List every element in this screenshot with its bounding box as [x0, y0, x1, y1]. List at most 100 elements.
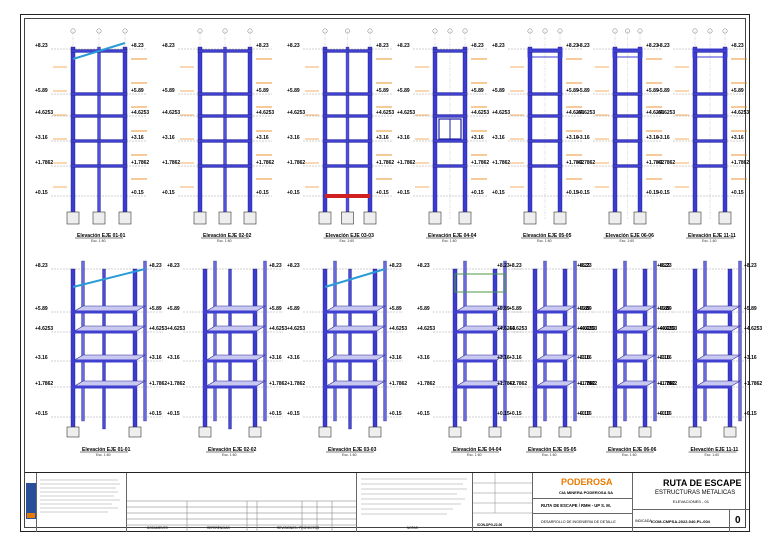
- level-label: +4.6253: [577, 326, 596, 332]
- level-label: +3.16: [509, 355, 522, 361]
- level-label: +1.7862: [269, 381, 288, 387]
- level-label: +8.23: [35, 263, 48, 269]
- icon-code: ICON-DPG-22-06: [477, 523, 503, 527]
- bottom-frame-7: [673, 260, 749, 453]
- level-label: +4.6253: [397, 110, 416, 116]
- level-label: +3.16: [269, 355, 282, 361]
- level-label: +3.16: [162, 135, 175, 141]
- level-label: +5.89: [657, 88, 670, 94]
- level-label: +4.6253: [657, 110, 676, 116]
- level-label: +5.89: [256, 88, 269, 94]
- level-label: +1.7862: [287, 381, 306, 387]
- level-label: +5.89: [744, 306, 757, 312]
- level-label: +8.23: [269, 263, 282, 269]
- level-label: +3.16: [35, 355, 48, 361]
- level-label: +0.15: [269, 411, 282, 417]
- level-label: +0.15: [577, 190, 590, 196]
- level-label: +0.15: [509, 411, 522, 417]
- level-label: +0.15: [657, 411, 670, 417]
- level-label: +3.16: [577, 135, 590, 141]
- level-label: +1.7862: [131, 160, 150, 166]
- level-label: +1.7862: [35, 381, 54, 387]
- revisiones-label: REVISIONES / PROYECTOS: [277, 526, 320, 530]
- elevation-title: Elevación EJE 04-04: [453, 447, 502, 453]
- elevation-title: Elevación EJE 06-06: [608, 447, 657, 453]
- level-label: +1.7862: [35, 160, 54, 166]
- level-label: +8.23: [35, 43, 48, 49]
- level-label: +8.23: [417, 263, 430, 269]
- document-subtitle: ESTRUCTURAS METALICAS: [655, 490, 736, 496]
- level-label: +4.6253: [162, 110, 181, 116]
- revision-number: 0: [735, 515, 741, 526]
- elevation-scale: Esc. 1:60: [222, 453, 237, 457]
- level-label: +4.6253: [579, 326, 598, 332]
- top-frame-1: [51, 28, 147, 239]
- level-label: +0.15: [35, 190, 48, 196]
- scale-label: INDICADA: [635, 519, 652, 523]
- level-label: +1.7862: [376, 160, 395, 166]
- elevation-title: Elevación EJE 11-11: [690, 447, 739, 453]
- level-label: +5.89: [497, 306, 510, 312]
- level-label: +1.7862: [744, 381, 763, 387]
- level-label: +8.23: [167, 263, 180, 269]
- level-label: +5.89: [417, 306, 430, 312]
- level-label: +1.7862: [287, 160, 306, 166]
- level-label: +5.89: [659, 306, 672, 312]
- level-label: +0.15: [397, 190, 410, 196]
- level-label: +4.6253: [167, 326, 186, 332]
- level-label: +8.23: [149, 263, 162, 269]
- level-label: +5.89: [35, 306, 48, 312]
- top-frame-7: [673, 28, 747, 239]
- elevation-scale: Esc. 1:60: [467, 453, 482, 457]
- client-cell: PODEROSA CIA MINERA PODEROSA SA RUTA DE …: [533, 473, 633, 532]
- level-label: +4.6253: [566, 110, 585, 116]
- level-label: +1.7862: [492, 160, 511, 166]
- level-label: +3.16: [397, 135, 410, 141]
- elevation-scale: Esc. 1:60: [342, 453, 357, 457]
- bottom-frame-1: [51, 260, 163, 453]
- level-label: +8.23: [471, 43, 484, 49]
- level-label: +1.7862: [397, 160, 416, 166]
- level-label: +4.6253: [646, 110, 665, 116]
- document-title-cell: RUTA DE ESCAPE ESTRUCTURAS METALICAS ELE…: [633, 473, 749, 532]
- level-label: +8.23: [657, 43, 670, 49]
- elevation-title: Elevación EJE 01-01: [77, 233, 126, 239]
- level-label: +1.7862: [389, 381, 408, 387]
- level-label: +3.16: [471, 135, 484, 141]
- level-label: +3.16: [287, 355, 300, 361]
- general-notes-cell: [37, 473, 127, 532]
- level-label: +0.15: [287, 411, 300, 417]
- level-label: +8.23: [577, 263, 590, 269]
- elevation-scale: Esc. 1:60: [442, 239, 457, 243]
- level-label: +4.6253: [149, 326, 168, 332]
- level-label: +5.89: [389, 306, 402, 312]
- level-label: +3.16: [35, 135, 48, 141]
- elevation-title: Elevación EJE 02-02: [203, 233, 252, 239]
- level-label: +1.7862: [162, 160, 181, 166]
- level-label: +3.16: [497, 355, 510, 361]
- level-label: +1.7862: [471, 160, 490, 166]
- level-label: +5.89: [287, 88, 300, 94]
- level-label: +5.89: [731, 88, 744, 94]
- level-label: +5.89: [566, 88, 579, 94]
- elevation-title: Elevación EJE 04-04: [428, 233, 477, 239]
- level-label: +8.23: [659, 263, 672, 269]
- level-label: +8.23: [577, 43, 590, 49]
- level-label: +1.7862: [417, 381, 436, 387]
- company-logo: [26, 483, 36, 519]
- level-label: +8.23: [744, 263, 757, 269]
- level-label: +5.89: [577, 88, 590, 94]
- level-label: +0.15: [579, 411, 592, 417]
- level-label: +8.23: [731, 43, 744, 49]
- level-label: +5.89: [397, 88, 410, 94]
- elevation-title: Elevación EJE 06-06: [605, 233, 654, 239]
- level-label: +5.89: [657, 306, 670, 312]
- level-label: +8.23: [287, 263, 300, 269]
- level-label: +0.15: [659, 411, 672, 417]
- bottom-frame-3: [303, 260, 403, 453]
- level-label: +1.7862: [646, 160, 665, 166]
- elevation-scale: Esc. 1:60: [537, 239, 552, 243]
- level-label: +8.23: [131, 43, 144, 49]
- level-label: +0.15: [417, 411, 430, 417]
- level-label: +0.15: [287, 190, 300, 196]
